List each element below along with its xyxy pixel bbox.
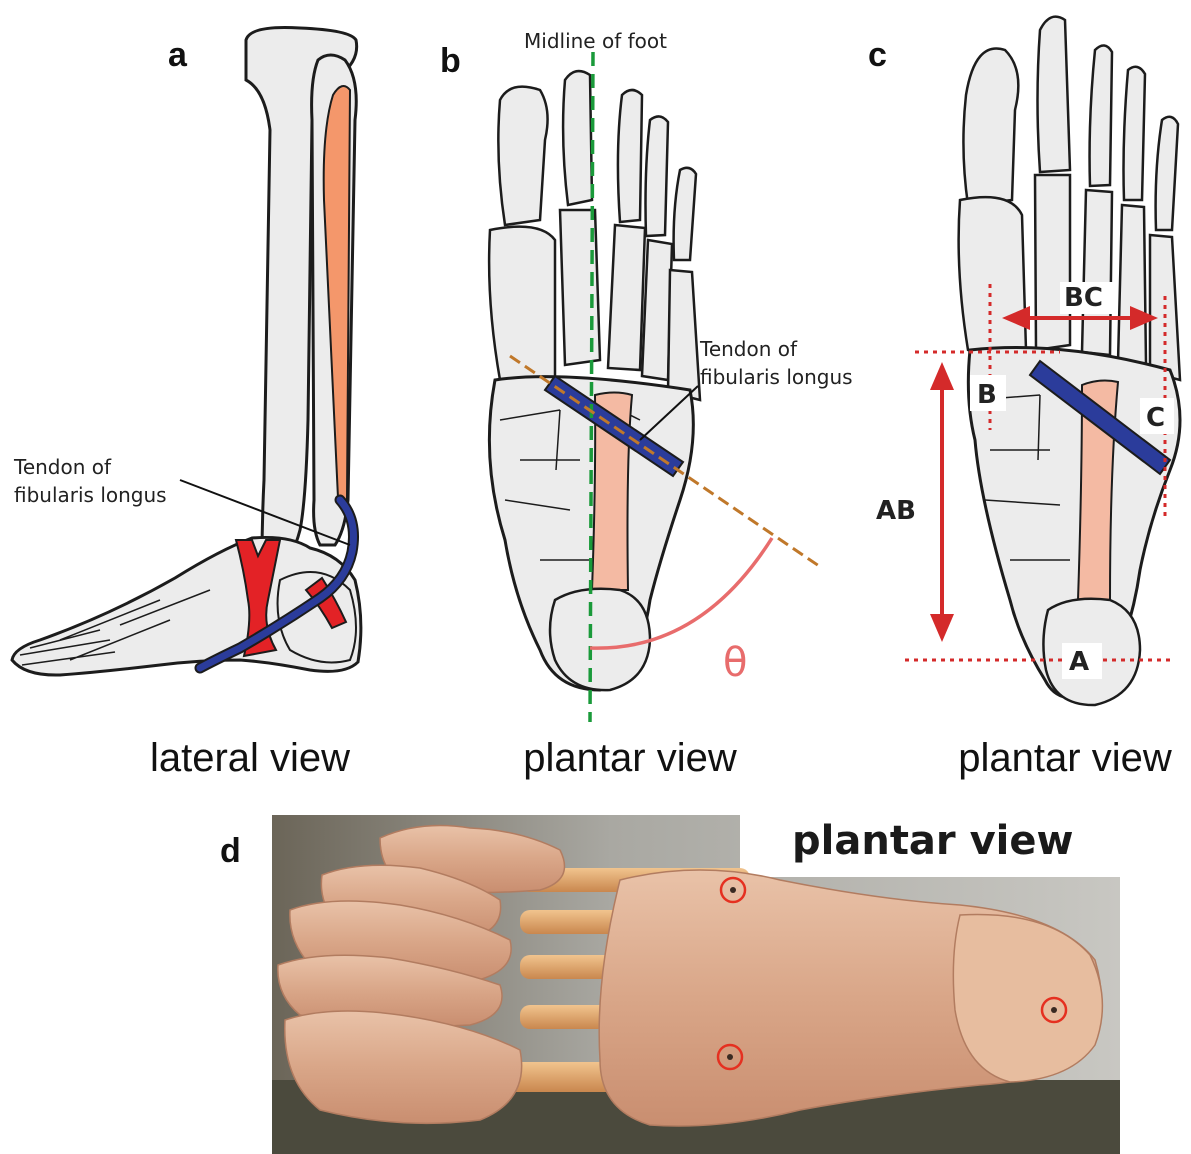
panel-d-title: plantar view xyxy=(792,818,1073,864)
